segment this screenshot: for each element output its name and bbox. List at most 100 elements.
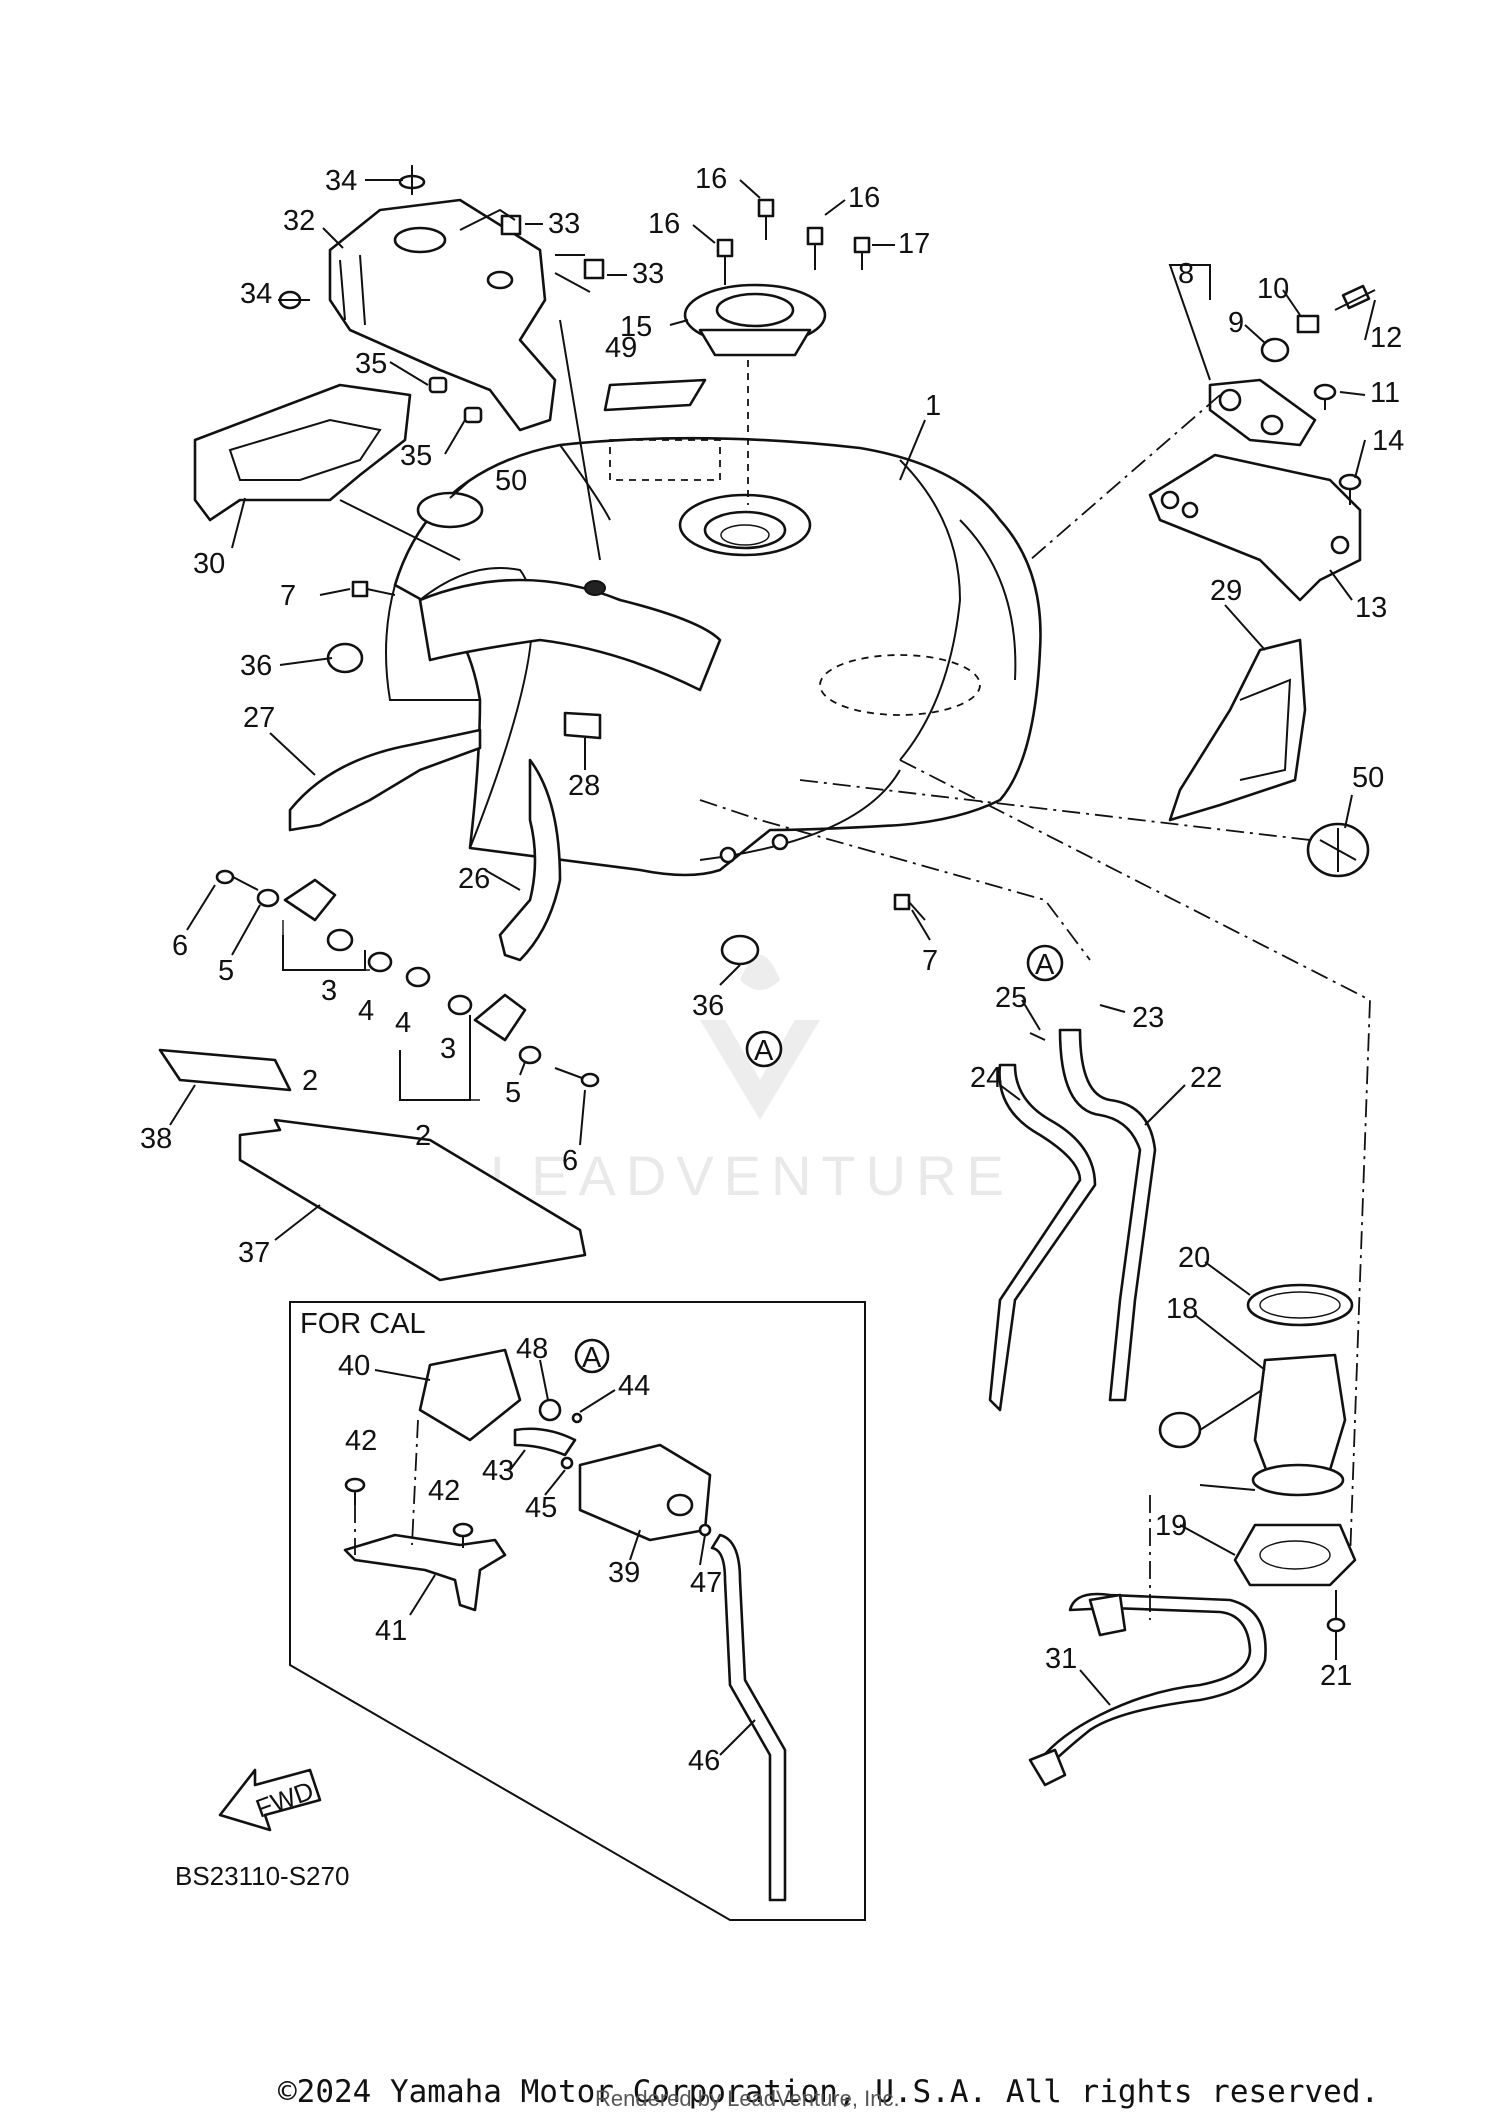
pad-38: [158, 1048, 292, 1092]
harness-31: [1038, 1592, 1267, 1767]
bolt-12: [1334, 284, 1376, 311]
watermark-text: LEADVENTURE: [490, 1144, 1014, 1207]
label-28: 28: [568, 770, 600, 802]
cover-32: [328, 198, 557, 432]
label-6: 6: [172, 930, 188, 962]
leader-lines: [169, 179, 1376, 1756]
washer-5b: [518, 1045, 542, 1065]
inset-for-cal: FOR CAL A FWD BS23110-S270: [175, 1301, 866, 1921]
callout-a3: [574, 1338, 610, 1374]
callout-a2: A: [1026, 944, 1064, 982]
side-panel-30: [193, 383, 412, 522]
bolt-16a: [757, 198, 775, 240]
screw-21: [1326, 1590, 1346, 1633]
label-9: 9: [1228, 307, 1244, 339]
label-25: 25: [995, 982, 1027, 1014]
clip-45: [560, 1456, 574, 1470]
bolt-6a: [215, 869, 259, 891]
grommet-36a: [326, 642, 364, 674]
label-44: 44: [618, 1370, 650, 1402]
bolt-17: [853, 236, 871, 270]
bolt-16c: [806, 226, 824, 270]
label-34: 34: [240, 278, 272, 310]
label-36: 36: [692, 990, 724, 1022]
collar-10: [1296, 314, 1320, 334]
label-24: 24: [970, 1062, 1002, 1094]
label-50: 50: [1352, 762, 1384, 794]
label-2: 2: [302, 1065, 318, 1097]
damper-2b: [473, 993, 527, 1042]
label-39: 39: [608, 1557, 640, 1589]
label-30: 30: [193, 548, 225, 580]
label-20: 20: [1178, 1242, 1210, 1274]
fuel-cap-15: [683, 283, 827, 357]
hose-24: [988, 1063, 1097, 1412]
svg-text:A: A: [754, 1035, 774, 1067]
label-46: 46: [688, 1745, 720, 1777]
bolt-42a: [344, 1477, 366, 1505]
collar-3a: [326, 928, 354, 952]
label-5: 5: [218, 955, 234, 987]
label-50: 50: [495, 465, 527, 497]
svg-text:A: A: [582, 1342, 602, 1374]
washer-5a: [256, 888, 280, 908]
label-21: 21: [1320, 1660, 1352, 1692]
label-7: 7: [280, 580, 296, 612]
label-3: 3: [440, 1033, 456, 1065]
label-31: 31: [1045, 1643, 1077, 1675]
label-40: 40: [338, 1350, 370, 1382]
label-12: 12: [1370, 322, 1402, 354]
fuel-pump-18: [1158, 1353, 1347, 1497]
bracket-41: [343, 1533, 507, 1612]
label-15: 15: [620, 311, 652, 343]
svg-text:A: A: [1035, 949, 1055, 981]
grommet-35a: [428, 376, 448, 394]
bracket-13: [1148, 453, 1362, 602]
hose-46: [710, 1533, 787, 1902]
clip-47: [698, 1523, 712, 1537]
clip-44: [571, 1412, 583, 1424]
label-16: 16: [695, 163, 727, 195]
collar-3b: [447, 994, 473, 1016]
label-18: 18: [1166, 1293, 1198, 1325]
fwd-arrow: FWD: [218, 1768, 322, 1832]
label-26: 26: [458, 863, 490, 895]
bolt-6b: [554, 1067, 600, 1088]
watermark: LEADVENTURE: [490, 955, 1014, 1207]
rail-26: [498, 758, 562, 962]
hose-43: [513, 1427, 577, 1457]
label-33: 33: [632, 258, 664, 290]
gasket-20: [1246, 1283, 1354, 1327]
label-38: 38: [140, 1123, 172, 1155]
clamp-48: [538, 1398, 562, 1422]
label-27: 27: [243, 702, 275, 734]
label-42: 42: [428, 1475, 460, 1507]
washer-9: [1260, 337, 1290, 363]
label-34: 34: [325, 165, 357, 197]
label-1: 1: [925, 390, 941, 422]
label-47: 47: [690, 1567, 722, 1599]
clip-33a: [500, 214, 522, 236]
label-49: 49: [605, 332, 637, 364]
bracket-8: [1208, 378, 1317, 447]
label-2: 2: [415, 1120, 431, 1152]
inset-title: FOR CAL: [300, 1308, 426, 1340]
label-33: 33: [548, 208, 580, 240]
rendered-by-text: Rendered by LeadVenture, Inc.: [595, 2086, 900, 2111]
screw-14: [1338, 473, 1362, 505]
label-13: 13: [1355, 592, 1387, 624]
label-14: 14: [1372, 425, 1404, 457]
bolt-16b: [716, 238, 734, 285]
pad-37: [238, 1118, 587, 1282]
collar-4b: [405, 966, 431, 988]
label-36: 36: [240, 650, 272, 682]
label-41: 41: [375, 1615, 407, 1647]
drawing-code: BS23110-S270: [175, 1861, 349, 1891]
label-11: 11: [1370, 377, 1400, 409]
copyright-text: ©2024 Yamaha Motor Corporation, U.S.A. A…: [278, 2074, 1379, 2110]
label-35: 35: [355, 348, 387, 380]
bolt-7b: [893, 893, 926, 921]
label-4: 4: [395, 1007, 411, 1039]
grommet-36b: [720, 934, 760, 966]
